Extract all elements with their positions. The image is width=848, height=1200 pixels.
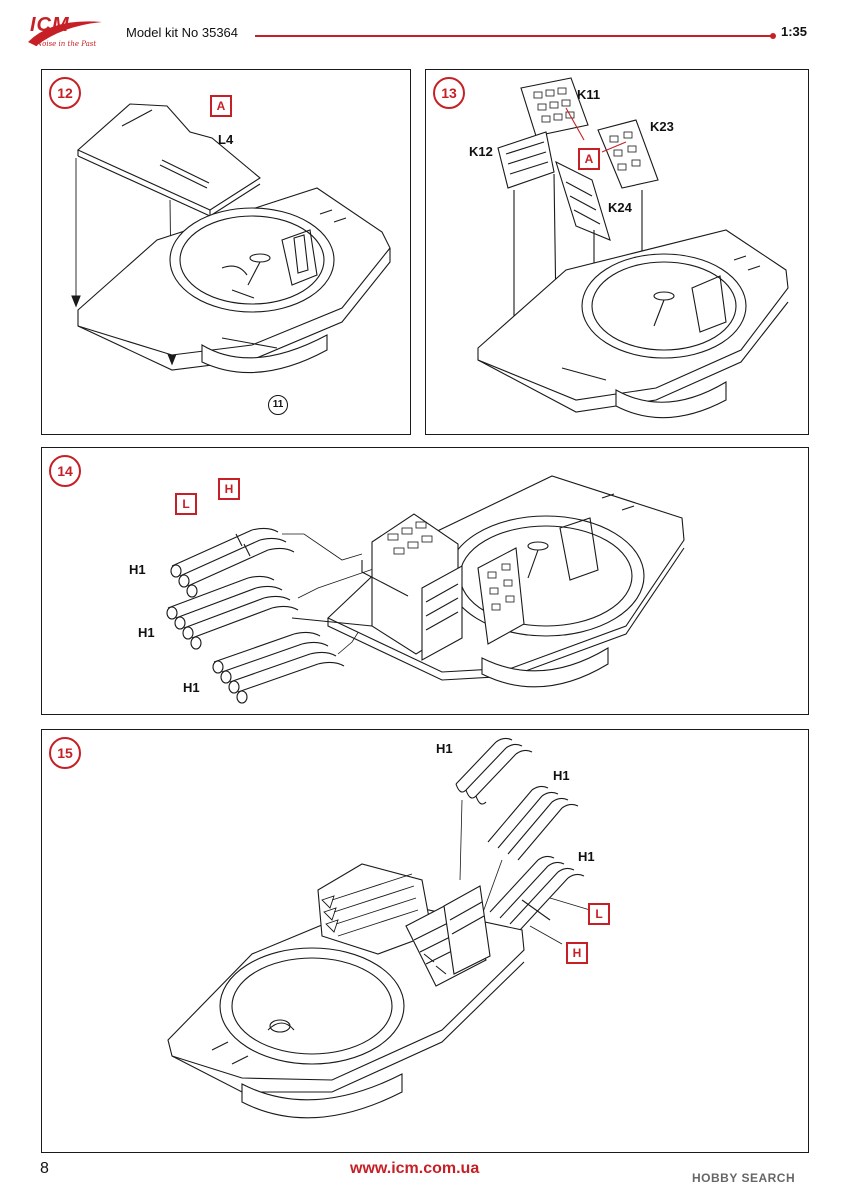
part-label-l4: L4 <box>218 132 234 147</box>
step-14-number: 14 <box>49 455 81 487</box>
watermark: HOBBY SEARCH <box>692 1171 796 1185</box>
part-label-h1: H1 <box>129 562 146 577</box>
scale-label: 1:35 <box>781 24 808 39</box>
part-label-h1: H1 <box>578 849 595 864</box>
icm-logo <box>22 12 112 62</box>
brand-name: ICM <box>30 14 70 36</box>
page-number: 8 <box>40 1160 49 1177</box>
sprue-l-badge: L <box>588 903 610 925</box>
step-13-number: 13 <box>433 77 465 109</box>
kit-number: Model kit No 35364 <box>126 25 239 40</box>
step-15-drawing <box>167 737 591 1119</box>
step-ref-11: 11 <box>268 395 288 415</box>
sprue-h-badge: H <box>218 478 240 500</box>
step-14-drawing <box>166 475 685 704</box>
step-13-drawing <box>477 77 789 419</box>
sprue-a-badge: A <box>210 95 232 117</box>
part-label-k24: K24 <box>608 200 632 215</box>
step-15-panel: 15 H1 H1 H1 L H <box>41 729 809 1153</box>
step-14-panel: 14 L H H1 H1 H1 <box>41 447 809 715</box>
step-12-panel: 12 A L4 11 <box>41 69 411 435</box>
brand-tagline: Noise in the Past <box>36 40 97 48</box>
sprue-h-badge: H <box>566 942 588 964</box>
website-link[interactable]: www.icm.com.ua <box>350 1160 480 1177</box>
part-label-k11: K11 <box>577 87 601 102</box>
step-12-number: 12 <box>49 77 81 109</box>
logo-swoosh-icon <box>28 21 102 46</box>
sprue-l-badge: L <box>175 493 197 515</box>
part-label-k12: K12 <box>469 144 493 159</box>
part-label-k23: K23 <box>650 119 674 134</box>
part-label-h1: H1 <box>553 768 570 783</box>
step-15-number: 15 <box>49 737 81 769</box>
page-header: ICM Noise in the Past Model kit No 35364… <box>0 0 848 60</box>
step-12-drawing <box>71 103 391 374</box>
part-label-h1: H1 <box>436 741 453 756</box>
part-label-h1: H1 <box>183 680 200 695</box>
header-rule <box>255 35 775 37</box>
header-rule-dot <box>770 33 776 39</box>
part-label-h1: H1 <box>138 625 155 640</box>
sprue-a-badge: A <box>578 148 600 170</box>
step-13-panel: 13 K11 K23 K12 K24 A <box>425 69 809 435</box>
